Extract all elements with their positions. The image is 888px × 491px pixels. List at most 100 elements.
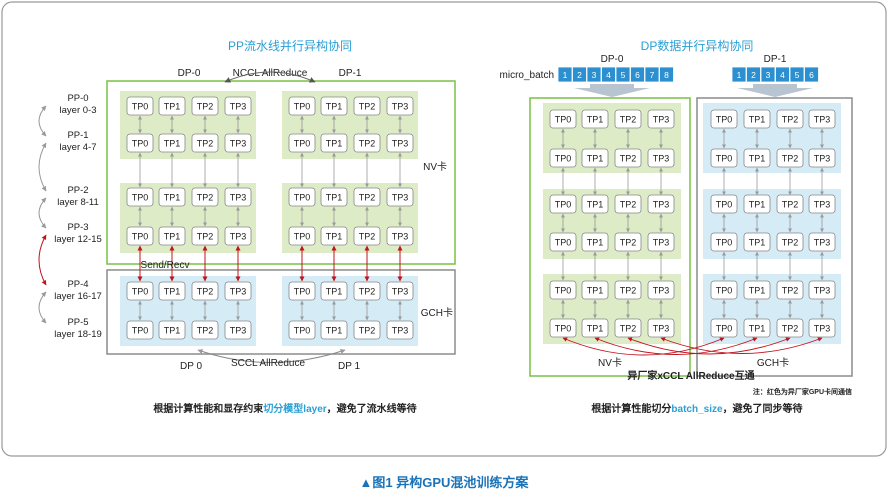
tp-label: TP1 [749, 324, 766, 334]
tp-label: TP3 [392, 193, 409, 203]
pp-stage-layers: layer 18-19 [54, 329, 102, 340]
tp-label: TP3 [814, 238, 831, 248]
tp-box [647, 109, 675, 129]
tp-box [126, 226, 154, 246]
dp0-batch-cell [644, 66, 660, 83]
tp-label: TP3 [653, 324, 670, 334]
tp-box [808, 232, 836, 252]
dp0-batch-cell [601, 66, 616, 83]
pp-stage-arc [38, 105, 47, 137]
right-nv-label: NV卡 [598, 356, 622, 369]
dp0-batch-number: 1 [563, 70, 568, 80]
tp-label: TP0 [716, 115, 733, 125]
tp-label: TP0 [555, 200, 572, 210]
tp-box [224, 133, 252, 153]
pp-stage-name: PP-5 [67, 317, 88, 328]
tp-label: TP2 [197, 102, 214, 112]
tp-box [549, 232, 577, 252]
tp-box [743, 148, 771, 168]
tp-label: TP2 [197, 232, 214, 242]
pp-stage-name: PP-0 [67, 93, 88, 104]
pp-stage-layers: layer 0-3 [60, 105, 97, 116]
dp0-batch-cell [630, 66, 645, 83]
tp-box [743, 109, 771, 129]
dp0-batch-number: 6 [635, 70, 640, 80]
tp-label: TP0 [555, 286, 572, 296]
pp-stage-layers: layer 12-15 [54, 234, 102, 245]
tp-label: TP1 [587, 200, 604, 210]
pp-stage-arc [38, 291, 47, 324]
tp-label: TP0 [555, 115, 572, 125]
tp-label: TP1 [749, 238, 766, 248]
tp-label: TP3 [230, 139, 247, 149]
tp-label: TP2 [197, 326, 214, 336]
tp-label: TP3 [814, 200, 831, 210]
tp-box [191, 187, 219, 207]
dp1-batch-cell [775, 66, 790, 83]
tp-label: TP3 [653, 286, 670, 296]
right-note-suffix: ，避免了同步等待 [723, 402, 803, 415]
dp0-batch-cell [659, 66, 674, 83]
xccl-red-arc [627, 337, 791, 355]
pp-stage-arcs [38, 105, 47, 324]
right-note-highlight: batch_size [671, 404, 723, 415]
tp-label: TP3 [814, 115, 831, 125]
tp-label: TP2 [197, 287, 214, 297]
dp1-down-arrow [737, 84, 813, 97]
tp-label: TP3 [653, 115, 670, 125]
left-title: PP流水线并行异构协同 [228, 38, 352, 53]
tp-label: TP0 [294, 139, 311, 149]
tp-box [353, 226, 381, 246]
right-note: 根据计算性能切分batch_size，避免了同步等待 [591, 402, 802, 415]
tp-box [710, 148, 738, 168]
tp-label: TP1 [164, 326, 181, 336]
tp-box [224, 187, 252, 207]
tp-label: TP3 [230, 193, 247, 203]
tp-label: TP1 [587, 238, 604, 248]
left-dp1-bottom-label: DP 1 [338, 361, 360, 372]
tp-box [808, 148, 836, 168]
tp-label: TP3 [230, 232, 247, 242]
tp-label: TP1 [587, 154, 604, 164]
tp-box [710, 232, 738, 252]
tp-box [126, 281, 154, 301]
tp-box [158, 133, 186, 153]
left-note-highlight: 切分模型layer [263, 402, 326, 415]
tp-box [549, 318, 577, 338]
tp-box [776, 148, 804, 168]
tp-box [126, 320, 154, 340]
dp0-batch-cell [557, 66, 573, 83]
dp0-batch-number: 3 [592, 70, 597, 80]
tp-label: TP3 [392, 102, 409, 112]
pp-stage-layers: layer 8-11 [57, 197, 99, 208]
dp0-batch-number: 8 [664, 70, 669, 80]
tp-box [320, 187, 348, 207]
tp-box [224, 281, 252, 301]
tp-label: TP3 [392, 326, 409, 336]
right-title: DP数据并行异构协同 [641, 38, 754, 53]
left-dp0-top-label: DP-0 [178, 68, 201, 79]
tp-box [647, 318, 675, 338]
tp-label: TP2 [782, 115, 799, 125]
pp-stage-layers: layer 16-17 [54, 291, 102, 302]
tp-label: TP3 [814, 286, 831, 296]
tp-box [353, 96, 381, 116]
tp-label: TP2 [197, 193, 214, 203]
tp-label: TP0 [716, 154, 733, 164]
tp-label: TP1 [749, 200, 766, 210]
dp1-batch-cell [731, 66, 747, 83]
sccl-allreduce-arrow [197, 349, 346, 363]
tp-label: TP1 [326, 287, 343, 297]
tp-label: TP2 [620, 286, 637, 296]
tp-label: TP2 [359, 287, 376, 297]
right-dp1-label: DP-1 [764, 54, 787, 65]
tp-box [614, 109, 642, 129]
tp-box [288, 320, 316, 340]
